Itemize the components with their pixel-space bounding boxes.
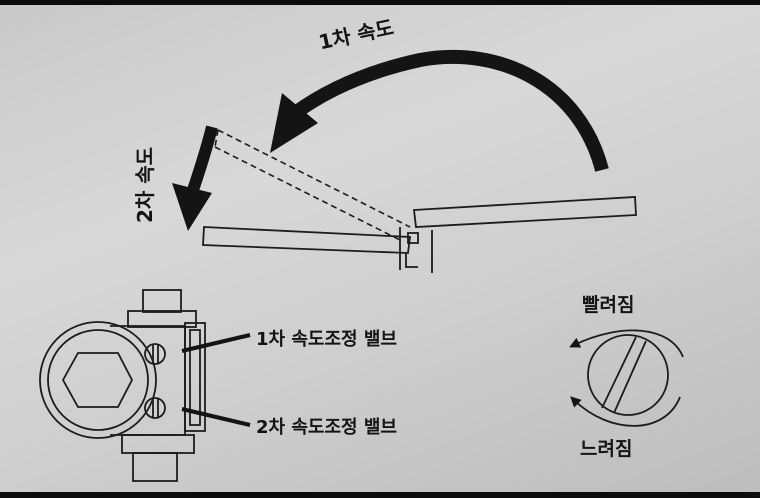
second-valve-label: 2차 속도조정 밸브 [256, 417, 397, 438]
second-speed-arrow [172, 125, 218, 231]
first-speed-label: 1차 속도 [316, 15, 395, 54]
second-speed-label: 2차 속도 [133, 147, 157, 223]
door-open-dashed [214, 129, 411, 241]
door-closed [202, 196, 637, 273]
valve-pointer-lines [181, 333, 251, 427]
door-closer-body [39, 289, 206, 482]
adjust-knob [569, 329, 684, 427]
first-speed-arrow [270, 49, 609, 172]
diagram-svg: 1차 속도 2차 속도 1차 속도조정 [39, 15, 684, 482]
faster-label: 빨려짐 [582, 294, 634, 316]
slower-label: 느려짐 [580, 438, 632, 460]
first-valve-label: 1차 속도조정 밸브 [256, 329, 397, 350]
